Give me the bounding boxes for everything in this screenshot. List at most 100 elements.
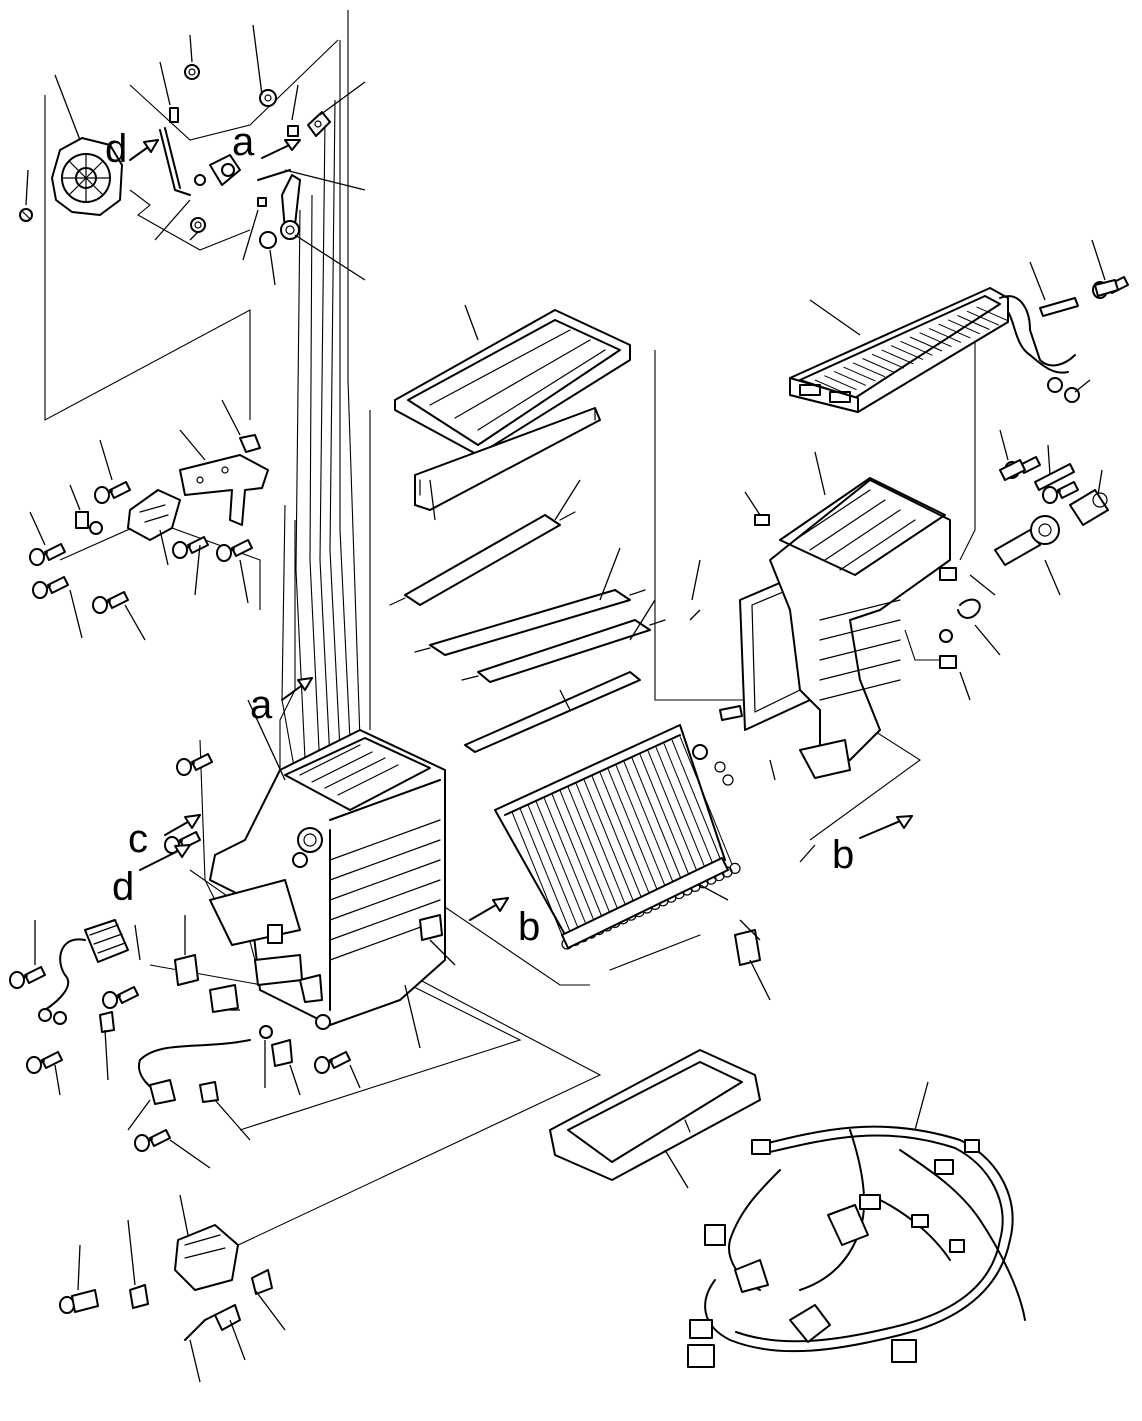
leader-line	[1047, 444, 1051, 476]
leader-line	[99, 439, 113, 481]
evaporator-fin	[543, 797, 597, 926]
bolt	[176, 753, 213, 776]
leader-line	[699, 884, 729, 901]
heater-fin	[833, 370, 867, 386]
leader-line	[294, 234, 366, 281]
bolt	[94, 481, 131, 504]
evaporator-tube-end	[729, 862, 741, 875]
evaporator-fin	[615, 765, 669, 894]
heater-fin	[919, 332, 952, 348]
leader-line	[1091, 239, 1106, 281]
leader-line	[429, 939, 456, 966]
leader-line	[77, 1244, 81, 1291]
marker-a-top: a	[232, 120, 301, 164]
leader-line	[559, 689, 571, 711]
leader-line	[814, 451, 826, 496]
leader-line	[269, 249, 276, 286]
leader-line	[179, 429, 206, 461]
marker-a-mid-label: a	[250, 683, 273, 727]
heater-fin	[890, 345, 924, 361]
leader-line	[127, 1099, 151, 1131]
thermistor	[138, 929, 761, 1105]
leader-line	[1044, 559, 1061, 596]
leader-line	[229, 1319, 246, 1361]
leader-line	[29, 511, 46, 546]
bolt	[29, 543, 66, 566]
leader-line	[194, 544, 201, 596]
marker-d-mid: d	[112, 844, 191, 909]
bolt	[32, 576, 69, 599]
leader-line	[189, 231, 199, 241]
bolt	[216, 539, 253, 562]
marker-c-label: c	[128, 817, 148, 861]
leader-line	[404, 984, 421, 1049]
evaporator-core	[494, 724, 741, 950]
evaporator-fin	[575, 783, 629, 912]
leader-line	[221, 399, 241, 436]
leader-line	[1074, 379, 1091, 393]
leader-line	[154, 199, 191, 241]
leader-line	[127, 1219, 136, 1286]
leader-line	[239, 559, 249, 604]
expansion-valve	[994, 459, 1109, 566]
link-rod	[159, 64, 206, 233]
bolt	[172, 536, 209, 559]
evaporator-fin	[663, 743, 717, 872]
bolt	[9, 966, 46, 989]
leader-line	[159, 529, 169, 566]
leader-line	[744, 491, 761, 516]
heater-fin	[928, 327, 962, 343]
marker-a-mid: a	[250, 677, 313, 727]
seal-gasket	[549, 1049, 761, 1181]
leader-line	[289, 1064, 301, 1096]
leader-line	[54, 1064, 61, 1096]
damper-doors	[389, 511, 666, 753]
leader-line	[169, 1139, 211, 1169]
leader-line	[69, 589, 83, 639]
leader-line	[242, 209, 259, 261]
bolt	[134, 1129, 171, 1152]
case-assembly	[209, 729, 446, 1030]
leader-line	[464, 304, 479, 341]
heater-fin	[976, 306, 1009, 322]
marker-b-right: b	[832, 815, 913, 877]
evaporator-fin	[511, 811, 565, 941]
leader-line	[25, 169, 29, 206]
leader-line	[691, 559, 701, 601]
leader-line	[284, 169, 366, 191]
evaporator-fin	[567, 786, 621, 915]
evaporator-fin	[623, 761, 677, 890]
leader-line	[769, 759, 776, 781]
evaporator-fin	[583, 779, 637, 908]
leader-line	[252, 24, 263, 96]
evaporator-fin	[655, 747, 709, 876]
bolt	[314, 1051, 351, 1074]
heater-fin	[900, 340, 933, 356]
leader-line	[809, 299, 861, 336]
leader-line	[349, 1064, 361, 1089]
marker-b-right-label: b	[832, 833, 854, 877]
leader-line	[189, 34, 193, 63]
evaporator-fin	[527, 804, 581, 933]
right-duct-case	[719, 477, 981, 779]
leader-line	[599, 547, 621, 601]
marker-b-mid-label: b	[518, 905, 540, 949]
leader-line	[104, 1029, 109, 1081]
evaporator-fin	[535, 801, 589, 930]
marker-b-mid: b	[469, 897, 540, 949]
leader-line	[291, 84, 299, 121]
evaporator-fin	[607, 768, 661, 897]
leader-line	[914, 1081, 929, 1131]
heater-fin	[881, 349, 914, 365]
leader-line	[974, 624, 1001, 656]
heater-fin	[947, 319, 981, 335]
leader-line	[254, 1289, 286, 1331]
heater-fin	[938, 323, 971, 339]
leader-line	[247, 699, 286, 781]
leader-line	[134, 924, 141, 961]
evaporator-fin	[519, 808, 573, 937]
heater-fin	[957, 315, 990, 330]
leader-line	[959, 671, 971, 701]
blower-motor	[19, 137, 123, 222]
air-filter-upper	[394, 309, 631, 456]
